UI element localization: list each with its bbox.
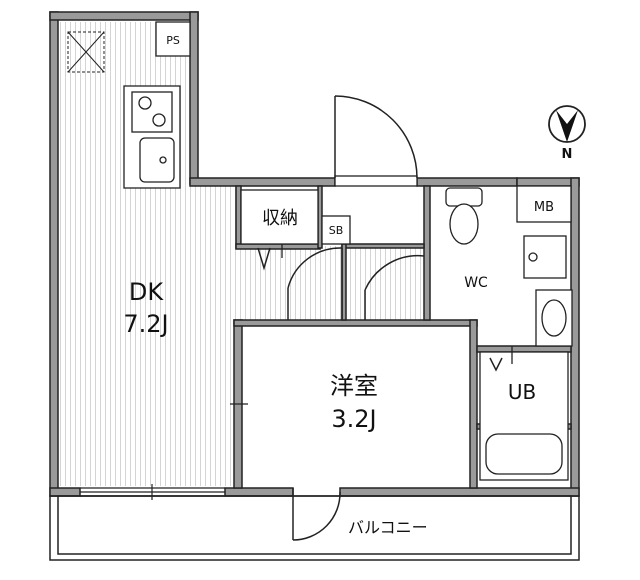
mb-label: MB (534, 200, 554, 215)
western-room-door (287, 247, 343, 320)
unit-bath (479, 346, 569, 481)
north-label: N (562, 147, 573, 162)
washing-machine-pan (523, 235, 567, 279)
pipe-space (155, 21, 191, 57)
ps-label: PS (166, 34, 180, 47)
storage-closet (240, 189, 319, 271)
balcony (49, 495, 580, 561)
western-size-label: 3.2J (331, 405, 376, 433)
entrance-door (334, 95, 418, 187)
dk-size-label: 7.2J (123, 310, 168, 338)
ub-label: UB (508, 380, 536, 404)
kitchen-counter (123, 85, 181, 189)
dk-name-label: DK (129, 278, 164, 306)
shoe-box (321, 215, 351, 245)
balcony-door (292, 488, 341, 541)
wc-label: WC (464, 275, 488, 291)
north-arrow-icon (548, 105, 586, 143)
wash-basin (535, 289, 573, 347)
western-name-label: 洋室 (330, 372, 378, 400)
wc-door (364, 254, 425, 320)
vent-hatch (67, 31, 105, 73)
balcony-label: バルコニー (348, 518, 428, 537)
storage-label: 収納 (262, 208, 298, 229)
sb-label: SB (329, 224, 344, 237)
balcony-window (80, 484, 225, 500)
mb-box (516, 185, 572, 223)
toilet (445, 187, 483, 245)
interior-walls (233, 185, 572, 489)
